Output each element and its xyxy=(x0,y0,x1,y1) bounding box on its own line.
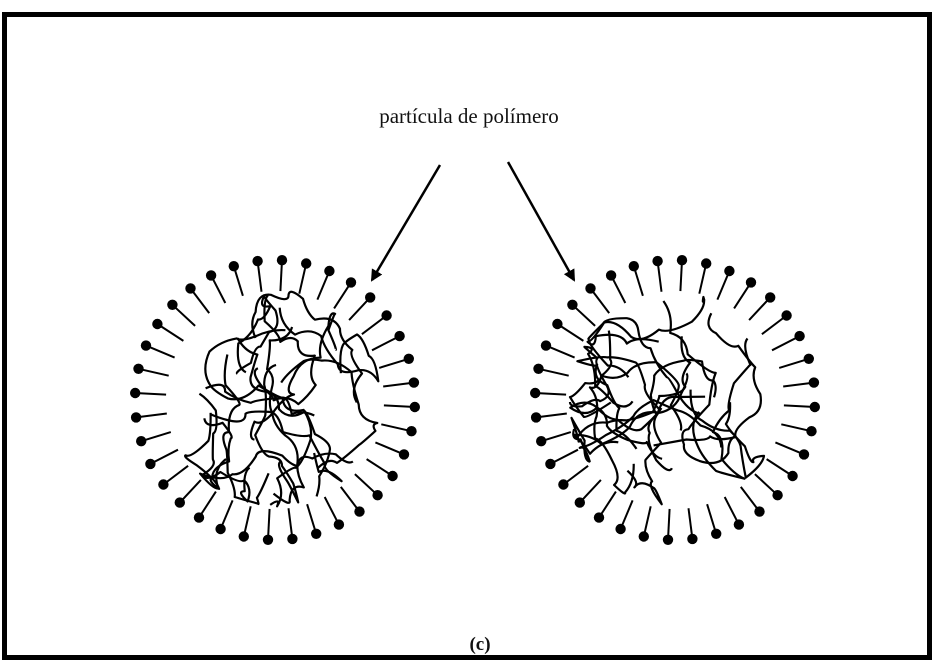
polymer-chain xyxy=(200,451,353,488)
surfactant-head xyxy=(806,426,816,436)
surfactant-head xyxy=(567,300,577,310)
particle-left xyxy=(130,255,420,545)
surfactant-head xyxy=(141,340,151,350)
surfactant-head xyxy=(206,270,216,280)
surfactant-head xyxy=(541,340,551,350)
surfactant-head xyxy=(615,524,625,534)
surfactant-head xyxy=(724,266,734,276)
particles-group xyxy=(130,255,820,545)
surfactant-head xyxy=(799,449,809,459)
surfactant-head xyxy=(229,261,239,271)
arrow-right xyxy=(508,162,574,280)
surfactant-head xyxy=(809,377,819,387)
surfactant-head xyxy=(575,497,585,507)
surfactant-head xyxy=(787,471,797,481)
surfactant-head xyxy=(781,310,791,320)
surfactant-head xyxy=(131,412,141,422)
surfactant-head xyxy=(552,319,562,329)
surfactant-head xyxy=(772,490,782,500)
surfactant-head xyxy=(639,531,649,541)
surfactant-head xyxy=(404,354,414,364)
surfactant-head xyxy=(746,277,756,287)
surfactant-head xyxy=(263,535,273,545)
surfactant-head xyxy=(810,402,820,412)
surfactant-head xyxy=(346,277,356,287)
surfactant-head xyxy=(409,377,419,387)
surfactant-head xyxy=(652,256,662,266)
surfactant-head xyxy=(606,270,616,280)
surfactant-head xyxy=(711,529,721,539)
surfactant-head xyxy=(701,258,711,268)
surfactant-head xyxy=(585,283,595,293)
surfactant-head xyxy=(301,258,311,268)
surfactant-head xyxy=(399,449,409,459)
surfactant-head xyxy=(372,490,382,500)
polymer-chain xyxy=(590,331,634,494)
polymer-chain xyxy=(255,295,316,404)
surfactant-head xyxy=(533,364,543,374)
surfactant-head xyxy=(536,436,546,446)
surfactant-head xyxy=(594,512,604,522)
surfactant-head xyxy=(687,534,697,544)
surfactant-head xyxy=(804,354,814,364)
surfactant-head xyxy=(677,255,687,265)
surfactant-head xyxy=(381,310,391,320)
surfactant-head xyxy=(194,512,204,522)
polymer-chain xyxy=(572,373,688,461)
surfactant-head xyxy=(324,266,334,276)
surfactant-head xyxy=(215,524,225,534)
surfactant-head xyxy=(252,256,262,266)
polymer-chain xyxy=(570,347,633,407)
particle-right xyxy=(530,255,820,545)
figure-caption: (c) xyxy=(460,635,500,655)
surfactant-head xyxy=(334,519,344,529)
surfactant-head xyxy=(277,255,287,265)
surfactant-head xyxy=(754,506,764,516)
surfactant-head xyxy=(136,436,146,446)
surfactant-head xyxy=(311,529,321,539)
arrow-left xyxy=(372,165,440,280)
surfactant-head xyxy=(794,331,804,341)
particle-label: partícula de polímero xyxy=(0,104,938,129)
surfactant-head xyxy=(530,388,540,398)
surfactant-head xyxy=(185,283,195,293)
surfactant-head xyxy=(558,479,568,489)
surfactant-head xyxy=(406,426,416,436)
surfactant-head xyxy=(239,531,249,541)
surfactant-head xyxy=(394,331,404,341)
surfactant-head xyxy=(130,388,140,398)
surfactant-head xyxy=(175,497,185,507)
surfactant-head xyxy=(629,261,639,271)
surfactant-head xyxy=(765,292,775,302)
surfactant-head xyxy=(531,412,541,422)
surfactant-head xyxy=(158,479,168,489)
surfactant-head xyxy=(387,471,397,481)
surfactant-head xyxy=(410,402,420,412)
surfactant-head xyxy=(152,319,162,329)
surfactant-head xyxy=(287,534,297,544)
surfactant-head xyxy=(133,364,143,374)
surfactant-head xyxy=(663,535,673,545)
surfactant-head xyxy=(145,459,155,469)
surfactant-head xyxy=(545,459,555,469)
surfactant-head xyxy=(167,300,177,310)
surfactant-head xyxy=(354,506,364,516)
surfactant-head xyxy=(734,519,744,529)
surfactant-head xyxy=(365,292,375,302)
